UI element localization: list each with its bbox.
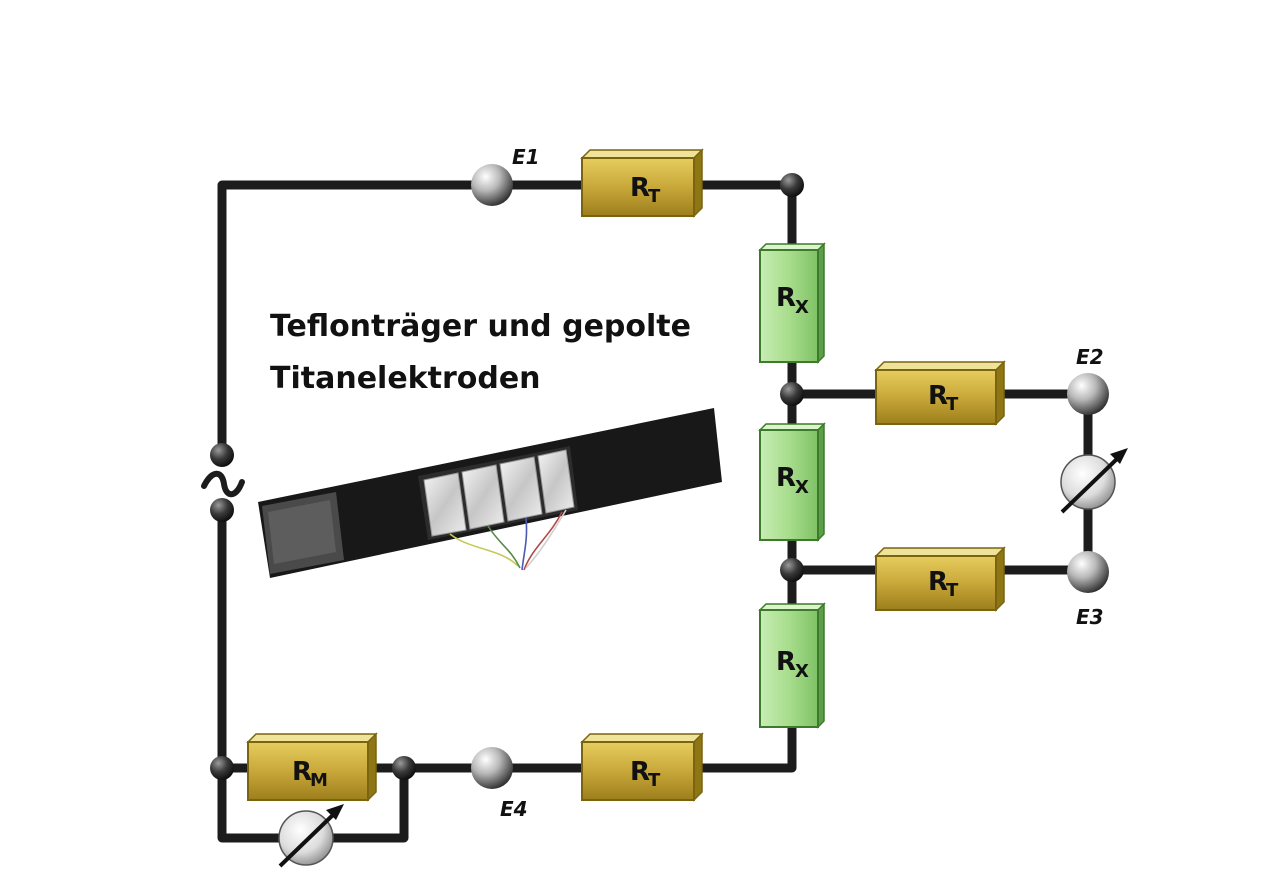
resistor-rt-bottom: R T (580, 732, 704, 802)
resistor-rt-e3: R T (874, 546, 1006, 612)
lead-wires (449, 509, 567, 571)
e4-label: E4 (500, 797, 528, 821)
voltmeter-icon (1060, 448, 1128, 514)
rt-bottom-label-main: R (630, 757, 650, 787)
junction-nodes (210, 173, 804, 780)
rm-label-main: R (292, 757, 312, 787)
rx-3-label-sub: X (795, 661, 809, 682)
teflon-strip-image (258, 408, 722, 578)
electrode-e3: E3 (1067, 551, 1109, 629)
rx-2-label-sub: X (795, 477, 809, 498)
title-line-1: Teflonträger und gepolte (270, 309, 691, 344)
resistor-rx-2: R X (758, 422, 826, 542)
rt-top-label-main: R (630, 173, 650, 203)
rx-3-label-main: R (776, 647, 796, 677)
rx-2-label-main: R (776, 463, 796, 493)
rt-e3-label-main: R (928, 567, 948, 597)
electrode-e2: E2 (1067, 345, 1109, 415)
resistor-rm: R M (246, 732, 378, 802)
ac-source-icon (201, 470, 245, 498)
rm-label-sub: M (310, 770, 328, 791)
e3-label: E3 (1076, 605, 1104, 629)
rt-e3-label-sub: T (946, 580, 959, 601)
rt-e2-label-main: R (928, 381, 948, 411)
ammeter-icon (278, 804, 344, 868)
e2-label: E2 (1076, 345, 1104, 369)
resistor-rx-1: R X (758, 242, 826, 364)
resistor-rt-top: R T (580, 148, 704, 218)
title-line-2: Titanelektroden (270, 361, 541, 396)
rt-e2-label-sub: T (946, 394, 959, 415)
titanium-electrodes (418, 446, 578, 540)
electrode-e4: E4 (471, 747, 528, 821)
rt-bottom-label-sub: T (648, 770, 661, 791)
resistor-rx-3: R X (758, 602, 826, 729)
electrode-e1: E1 (471, 145, 540, 206)
rx-1-label-main: R (776, 283, 796, 313)
rx-1-label-sub: X (795, 297, 809, 318)
e1-label: E1 (512, 145, 540, 169)
resistor-rt-e2: R T (874, 360, 1006, 426)
rt-top-label-sub: T (648, 186, 661, 207)
